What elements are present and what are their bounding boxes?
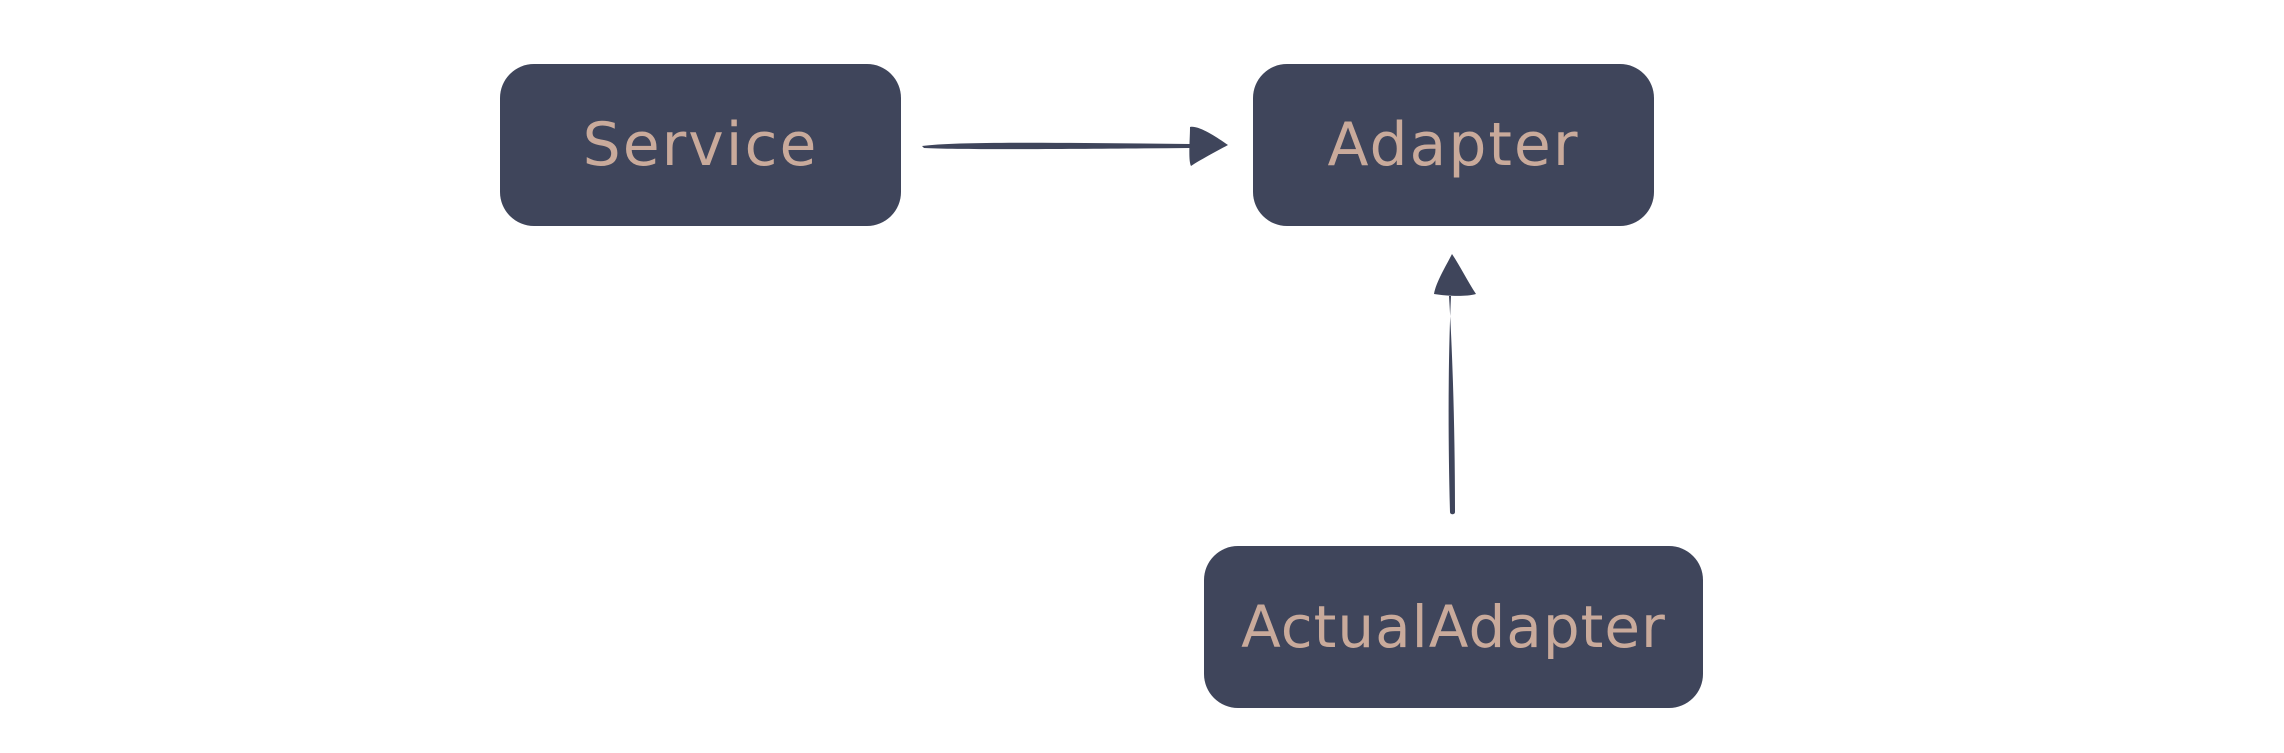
edge-actual-adapter-to-adapter-line xyxy=(1448,296,1455,515)
edge-service-to-adapter-arrowhead xyxy=(1189,126,1228,166)
node-service-label: Service xyxy=(582,110,819,180)
node-actual-adapter-label: ActualAdapter xyxy=(1241,593,1666,661)
edge-service-to-adapter-line xyxy=(922,142,1197,150)
node-actual-adapter: ActualAdapter xyxy=(1204,546,1703,708)
node-service: Service xyxy=(500,64,901,226)
edge-service-to-adapter xyxy=(922,126,1228,166)
edge-actual-adapter-to-adapter-arrowhead xyxy=(1434,254,1476,296)
node-adapter-label: Adapter xyxy=(1327,110,1580,180)
node-adapter: Adapter xyxy=(1253,64,1654,226)
edge-actual-adapter-to-adapter xyxy=(1434,254,1476,515)
